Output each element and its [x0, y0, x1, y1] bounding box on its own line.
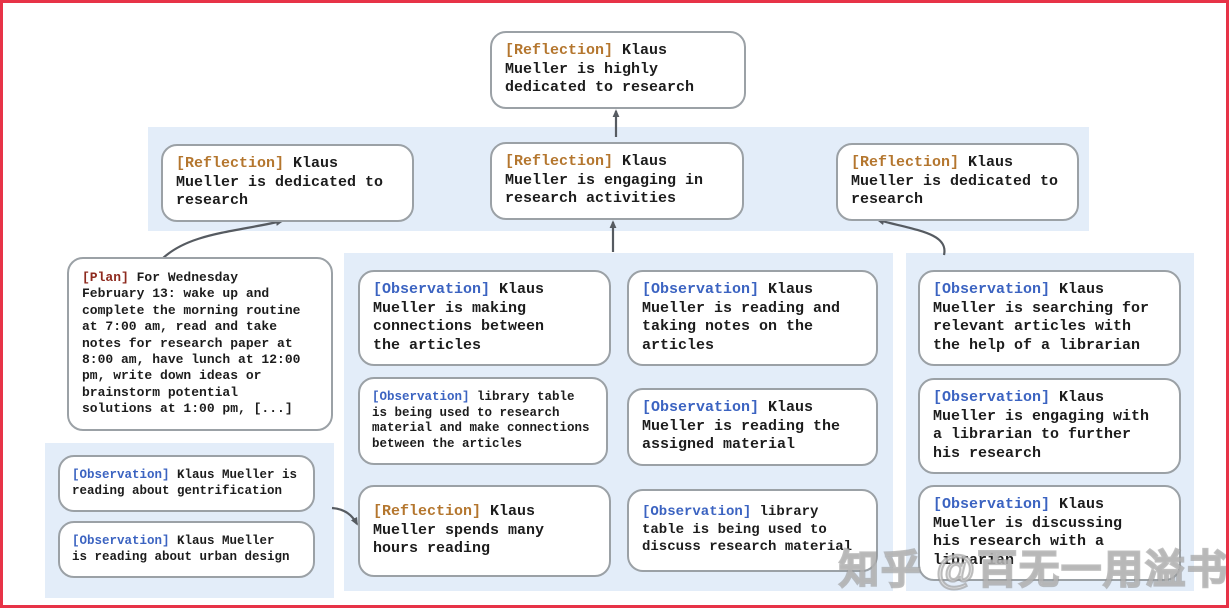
reflection-tag: [Reflection]: [505, 42, 614, 59]
node-observation-searching-articles: [Observation]Klaus Mueller is searching …: [918, 270, 1181, 366]
node-observation-discussing-research: [Observation]Klaus Mueller is discussing…: [918, 485, 1181, 581]
observation-tag: [Observation]: [933, 389, 1051, 406]
reflection-tag: [Reflection]: [851, 154, 960, 171]
node-text: Klaus Mueller is discussing his research…: [933, 496, 1123, 569]
node-reflection-left: [Reflection]Klaus Mueller is dedicated t…: [161, 144, 414, 222]
reflection-tag: [Reflection]: [176, 155, 285, 172]
observation-tag: [Observation]: [72, 468, 170, 482]
observation-tag: [Observation]: [642, 399, 760, 416]
observation-tag: [Observation]: [72, 534, 170, 548]
node-text: Klaus Mueller is reading and taking note…: [642, 281, 841, 354]
observation-tag: [Observation]: [372, 390, 470, 404]
node-observation-engaging-librarian: [Observation]Klaus Mueller is engaging w…: [918, 378, 1181, 474]
node-text: Klaus Mueller is dedicated to research: [176, 155, 384, 209]
reflection-tag: [Reflection]: [373, 503, 482, 520]
node-text: Klaus Mueller is engaging with a librari…: [933, 389, 1150, 462]
node-observation-library-table-research: [Observation]library table is being used…: [358, 377, 608, 466]
node-text: Klaus Mueller is reading about gentrific…: [72, 468, 298, 498]
node-text: library table is being used to research …: [372, 390, 590, 451]
node-observation-taking-notes: [Observation]Klaus Mueller is reading an…: [627, 270, 878, 366]
plan-tag: [Plan]: [82, 270, 129, 285]
node-text: Klaus Mueller is highly dedicated to res…: [505, 42, 695, 96]
node-reflection-root: [Reflection]Klaus Mueller is highly dedi…: [490, 31, 746, 109]
observation-tag: [Observation]: [642, 504, 752, 520]
node-text: Klaus Mueller is dedicated to research: [851, 154, 1059, 208]
node-reflection-middle: [Reflection]Klaus Mueller is engaging in…: [490, 142, 744, 220]
node-reflection-spends-hours-reading: [Reflection]Klaus Mueller spends many ho…: [358, 485, 611, 577]
node-text: Klaus Mueller is searching for relevant …: [933, 281, 1150, 354]
node-text: For Wednesday February 13: wake up and c…: [82, 270, 301, 417]
node-text: Klaus Mueller is making connections betw…: [373, 281, 545, 354]
node-text: Klaus Mueller is engaging in research ac…: [505, 153, 704, 207]
observation-tag: [Observation]: [933, 281, 1051, 298]
observation-tag: [Observation]: [933, 496, 1051, 513]
reflection-tag: [Reflection]: [505, 153, 614, 170]
node-observation-assigned-material: [Observation]Klaus Mueller is reading th…: [627, 388, 878, 466]
observation-tag: [Observation]: [373, 281, 491, 298]
node-text: Klaus Mueller is reading the assigned ma…: [642, 399, 841, 453]
observation-tag: [Observation]: [642, 281, 760, 298]
node-observation-urban-design: [Observation]Klaus Mueller is reading ab…: [58, 521, 315, 579]
node-text: Klaus Mueller spends many hours reading: [373, 503, 545, 557]
node-plan: [Plan]For Wednesday February 13: wake up…: [67, 257, 333, 431]
node-text: library table is being used to discuss r…: [642, 504, 853, 555]
watermark: 知乎 @百无一用溢书生: [838, 547, 1229, 593]
node-text: Klaus Mueller is reading about urban des…: [72, 534, 290, 564]
node-observation-making-connections: [Observation]Klaus Mueller is making con…: [358, 270, 611, 366]
node-reflection-right: [Reflection]Klaus Mueller is dedicated t…: [836, 143, 1079, 221]
node-observation-library-table-discuss: [Observation]library table is being used…: [627, 489, 878, 572]
node-observation-gentrification: [Observation]Klaus Mueller is reading ab…: [58, 455, 315, 513]
